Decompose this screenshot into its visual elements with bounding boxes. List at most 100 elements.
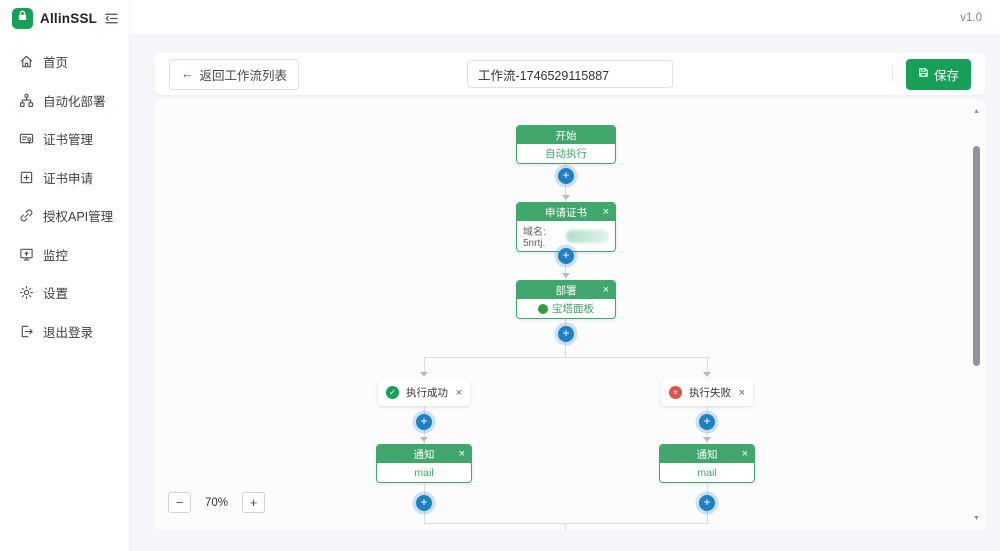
node-title: 通知 [696,448,718,461]
app-logo [12,7,33,29]
close-icon[interactable]: × [741,448,748,460]
node-apply-cert[interactable]: 申请证书 × 域名: 5nrtj. [516,202,616,252]
node-title: 开始 [555,129,577,142]
close-icon[interactable]: × [455,386,462,399]
node-deploy-header: 部署 × [517,281,615,299]
node-notify-body: mail [377,463,471,482]
branch-split-line [424,357,708,358]
zoom-out-button[interactable]: − [168,492,191,513]
back-button-label: 返回工作流列表 [199,68,288,83]
add-node-button[interactable]: + [558,248,574,264]
node-notify-header: 通知 × [660,445,754,463]
failure-cross-icon: × [669,386,682,399]
sidebar-item-auto-deploy[interactable]: 自动化部署 [0,83,129,118]
lock-icon [16,9,29,27]
node-title: 通知 [413,448,435,461]
zoom-controls: − 70% + [168,492,266,513]
sidebar-item-monitor[interactable]: 监控 [0,237,129,272]
branch-label: 执行成功 [406,387,448,399]
sidebar-item-cert-manage[interactable]: 证书管理 [0,121,129,156]
add-node-button[interactable]: + [558,168,574,184]
close-icon[interactable]: × [602,206,609,218]
add-node-button[interactable]: + [558,326,574,342]
add-node-button[interactable]: + [699,495,715,511]
sidebar: AllinSSL 首页 自动化部署 证书管理 证书申请 授权API管理 监控 [0,0,130,551]
save-button-label: 保存 [933,68,959,83]
arrow-down-icon [420,372,428,377]
arrow-down-icon [562,195,570,200]
logout-icon [19,324,34,339]
sidebar-item-cert-apply[interactable]: 证书申请 [0,160,129,195]
back-arrow-icon: ← [181,67,194,81]
add-node-button[interactable]: + [416,495,432,511]
scrollbar-thumb[interactable] [973,146,980,366]
zoom-in-button[interactable]: + [242,492,266,513]
provider-logo-icon [538,303,548,314]
node-start-body: 自动执行 [517,144,615,163]
save-button[interactable]: 保存 [905,58,971,90]
back-to-workflow-list-button[interactable]: ← 返回工作流列表 [169,58,300,90]
top-strip: v1.0 [130,0,1000,36]
node-title: 申请证书 [545,206,587,219]
node-apply-cert-body: 域名: 5nrtj. [517,221,615,251]
close-icon[interactable]: × [602,284,609,296]
branch-label: 执行失败 [689,387,731,399]
sidebar-menu: 首页 自动化部署 证书管理 证书申请 授权API管理 监控 设置 退出登录 [0,36,129,349]
sidebar-item-label: 自动化部署 [43,94,106,109]
sidebar-item-label: 退出登录 [43,325,94,340]
add-node-button[interactable]: + [416,414,432,430]
node-start[interactable]: 开始 自动执行 [516,125,616,164]
scroll-up-icon[interactable]: ▲ [973,108,980,115]
arrow-down-icon [703,372,711,377]
main-content: ← 返回工作流列表 保存 [130,36,1000,551]
success-check-icon: ✓ [386,386,399,399]
sidebar-item-label: 设置 [43,287,69,301]
save-icon [918,67,929,81]
workflow-toolbar: ← 返回工作流列表 保存 [155,53,985,95]
workflow-name-input[interactable] [467,60,673,88]
version-label: v1.0 [960,12,982,24]
link-icon [19,208,34,223]
canvas-scrollbar[interactable]: ▲ ▼ [970,104,983,526]
certificate-icon [19,131,34,146]
branch-merge-line [424,523,708,524]
plus-square-icon [19,170,34,185]
gear-icon [19,285,34,300]
sidebar-item-settings[interactable]: 设置 [0,275,129,310]
start-mode-label: 自动执行 [545,148,587,160]
node-notify-failure[interactable]: 通知 × mail [659,444,755,483]
node-notify-header: 通知 × [377,445,471,463]
scroll-down-icon[interactable]: ▼ [973,515,980,522]
arrow-down-icon [420,437,428,442]
node-title: 部署 [555,284,577,297]
node-deploy-body: 宝塔面板 [517,299,615,318]
connector-line [424,357,425,374]
toolbar-divider [891,66,893,82]
add-node-button[interactable]: + [699,414,715,430]
sidebar-collapse-icon[interactable] [104,10,119,26]
workflow-icon [19,93,34,108]
sidebar-item-label: 证书管理 [43,133,94,147]
node-start-header: 开始 [517,126,615,144]
notify-channel-label: mail [697,466,717,479]
arrow-down-icon [562,273,570,278]
home-icon [19,54,34,69]
workflow-canvas[interactable]: + + + + + + + 开始 自动执行 申请证书 × 域名: 5nrtj. [155,100,985,530]
node-notify-body: mail [660,463,754,482]
branch-success[interactable]: ✓ 执行成功 × [378,379,470,406]
sidebar-item-logout[interactable]: 退出登录 [0,314,129,349]
close-icon[interactable]: × [738,386,745,399]
connector-line [565,523,566,530]
sidebar-item-home[interactable]: 首页 [0,44,129,79]
branch-failure[interactable]: × 执行失败 × [661,379,753,406]
node-notify-success[interactable]: 通知 × mail [376,444,472,483]
arrow-down-icon [703,437,711,442]
node-deploy[interactable]: 部署 × 宝塔面板 [516,280,616,319]
sidebar-item-api-auth[interactable]: 授权API管理 [0,198,129,233]
redacted-domain [566,229,609,243]
provider-label: 宝塔面板 [552,303,594,315]
sidebar-item-label: 授权API管理 [43,210,114,224]
node-apply-cert-header: 申请证书 × [517,203,615,221]
close-icon[interactable]: × [458,448,465,460]
logo-row: AllinSSL [0,0,129,36]
